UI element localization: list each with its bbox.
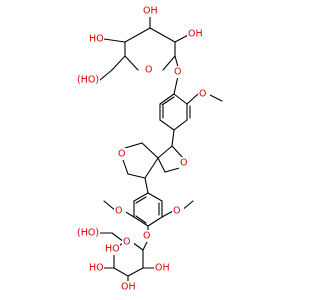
atom-label-layer: HO OH OH (HO) O O O O O O O O (HO) O OH — [76, 5, 210, 293]
bond — [157, 145, 173, 159]
hydroxyl-label: HO — [105, 244, 120, 255]
hydroxymethyl-label: (HO) — [77, 75, 99, 86]
bond — [127, 173, 146, 179]
bond — [124, 55, 139, 71]
bond — [133, 216, 149, 227]
bond — [171, 129, 175, 147]
bond — [159, 93, 175, 105]
bond — [135, 196, 147, 204]
bond — [141, 142, 159, 159]
bond — [111, 55, 126, 71]
bond — [124, 142, 143, 149]
bond — [162, 55, 176, 71]
bond — [173, 119, 188, 131]
glycosidic-oxygen-label: O — [174, 67, 181, 78]
bond — [207, 93, 223, 102]
bond — [113, 267, 129, 277]
bond — [124, 27, 151, 43]
bond — [173, 93, 188, 105]
bond — [147, 192, 163, 202]
bond — [103, 38, 126, 43]
bond — [147, 216, 163, 227]
bond — [161, 96, 175, 106]
bond — [127, 267, 144, 277]
hydroxyl-label: HO — [89, 263, 104, 274]
hydroxymethyl-label: (HO) — [77, 228, 99, 239]
bond — [149, 27, 176, 43]
glycosidic-oxygen-label: O — [143, 231, 150, 242]
ring-oxygen-label: O — [145, 65, 152, 76]
bond — [161, 210, 174, 218]
bond — [99, 69, 113, 81]
bond — [174, 55, 179, 68]
bond — [135, 215, 147, 224]
bond — [171, 145, 184, 159]
bond — [159, 119, 175, 131]
hydroxyl-label: OH — [188, 29, 203, 40]
bond — [157, 157, 166, 173]
ring-oxygen-label: O — [123, 237, 130, 248]
bond — [122, 159, 129, 175]
methoxy-oxygen-label: O — [115, 206, 122, 217]
hydroxyl-label: OH — [155, 263, 170, 274]
bond — [144, 177, 149, 194]
furan-oxygen-label: O — [180, 158, 187, 169]
methoxy-oxygen-label: O — [199, 89, 206, 100]
bond — [173, 75, 179, 95]
methoxy-oxygen-label: O — [173, 206, 180, 217]
bond — [133, 192, 149, 202]
hydroxyl-label: HO — [89, 34, 104, 45]
bond-layer — [99, 15, 223, 284]
bond — [144, 157, 159, 179]
hydroxyl-label: OH — [143, 6, 158, 17]
hydroxyl-label: OH — [121, 282, 136, 293]
bond — [186, 93, 199, 105]
furan-oxygen-label: O — [118, 149, 125, 160]
chemical-structure-diagram: HO OH OH (HO) O O O O O O O O (HO) O OH — [76, 5, 223, 293]
